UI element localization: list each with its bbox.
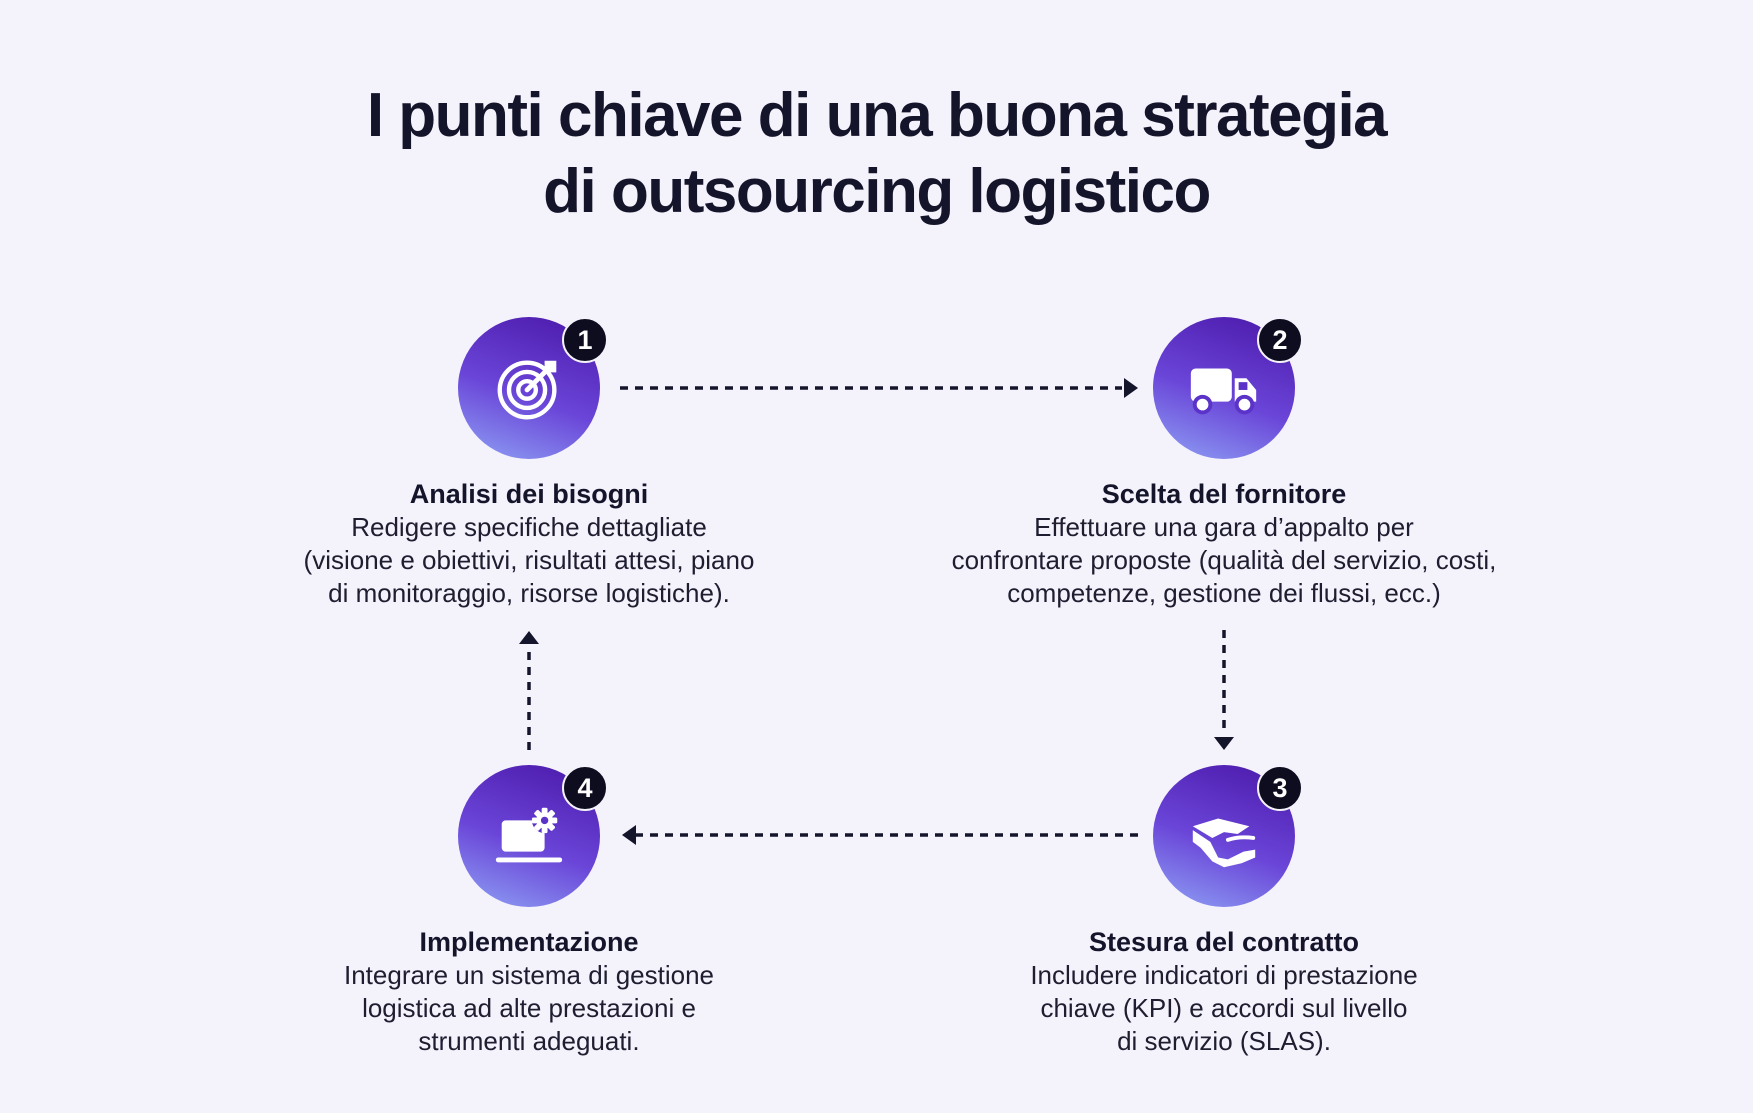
step-2-description: Effettuare una gara d’appalto per confro… [951, 512, 1497, 608]
step-4-text: Implementazione Integrare un sistema di … [229, 926, 829, 1058]
step-2-text: Scelta del fornitore Effettuare una gara… [924, 478, 1524, 610]
step-3-number-badge: 3 [1257, 765, 1303, 811]
step-3-description: Includere indicatori di prestazione chia… [1030, 960, 1418, 1056]
step-4-title: Implementazione [419, 927, 639, 957]
arrowhead-right [1124, 378, 1138, 398]
step-2-title: Scelta del fornitore [1101, 479, 1347, 509]
step-1-title: Analisi dei bisogni [409, 479, 649, 509]
laptop-gear-icon [495, 807, 563, 863]
step-1-number-badge: 1 [562, 317, 608, 363]
target-icon [497, 360, 557, 420]
step-2-number-badge: 2 [1257, 317, 1303, 363]
step-4-description: Integrare un sistema di gestione logisti… [344, 960, 714, 1056]
step-1-description: Redigere specifiche dettagliate (visione… [303, 512, 755, 608]
handshake-icon [1192, 818, 1256, 868]
step-3-title: Stesura del contratto [1088, 927, 1360, 957]
arrowhead-up [519, 631, 539, 644]
step-1-text: Analisi dei bisogni Redigere specifiche … [229, 478, 829, 610]
truck-icon [1190, 368, 1257, 415]
step-4-number-badge: 4 [562, 765, 608, 811]
arrowhead-left [622, 825, 636, 845]
step-3-text: Stesura del contratto Includere indicato… [924, 926, 1524, 1058]
page-title: I punti chiave di una buona strategia di… [0, 78, 1753, 230]
step-4-circle [458, 765, 600, 907]
arrowhead-down [1214, 737, 1234, 750]
page-title-line-1: I punti chiave di una buona strategia [366, 81, 1388, 150]
page-title-line-2: di outsourcing logistico [543, 157, 1211, 226]
